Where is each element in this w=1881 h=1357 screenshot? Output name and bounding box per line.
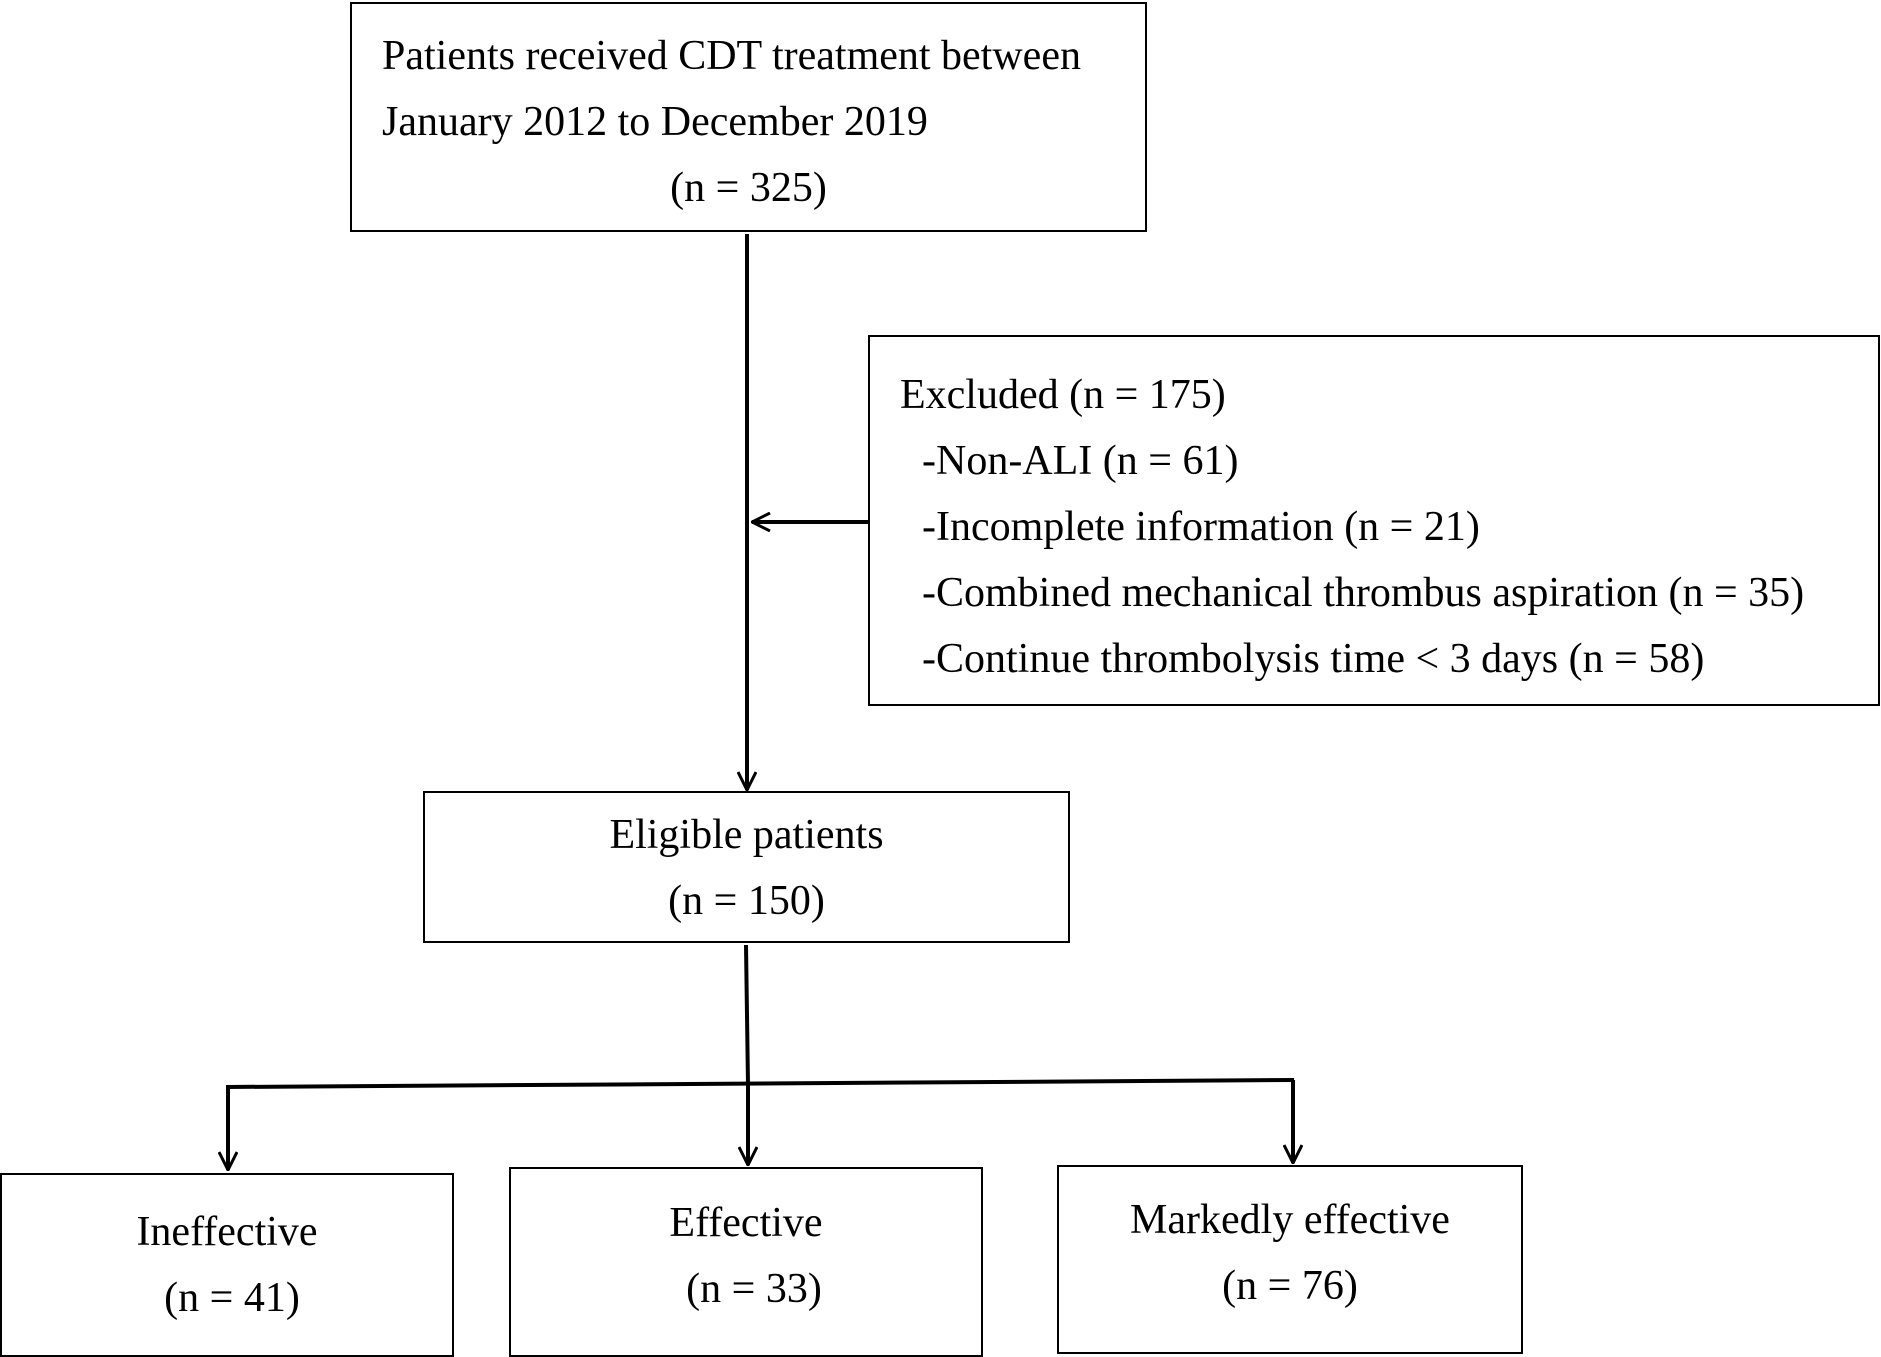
outcome-count: (n = 76): [1222, 1263, 1358, 1309]
excluded-item-thrombolysis-time: -Continue thrombolysis time < 3 days (n …: [922, 636, 1705, 682]
outcome-box-ineffective: Ineffective (n = 41): [0, 1173, 454, 1357]
excluded-item-non-ali: -Non-ALI (n = 61): [922, 438, 1239, 484]
source-count: (n = 325): [670, 165, 827, 211]
excluded-item-mechanical-aspiration: -Combined mechanical thrombus aspiration…: [922, 570, 1805, 616]
outcome-count: (n = 33): [686, 1266, 822, 1312]
eligible-patients-box: Eligible patients (n = 150): [423, 791, 1070, 943]
outcome-count: (n = 41): [164, 1275, 300, 1321]
excluded-box: Excluded (n = 175) -Non-ALI (n = 61) -In…: [868, 335, 1880, 706]
outcome-label: Markedly effective: [1130, 1197, 1450, 1243]
outcome-label: Ineffective: [136, 1209, 318, 1255]
outcome-box-markedly-effective: Markedly effective (n = 76): [1057, 1165, 1523, 1354]
source-line-1: Patients received CDT treatment between: [382, 33, 1081, 79]
excluded-title: Excluded (n = 175): [900, 372, 1226, 418]
outcome-label: Effective: [669, 1200, 823, 1246]
excluded-item-incomplete-information: -Incomplete information (n = 21): [922, 504, 1480, 550]
eligible-label: Eligible patients: [609, 812, 884, 858]
connector-split: [225, 1078, 1295, 1089]
eligible-count: (n = 150): [668, 878, 825, 924]
outcome-box-effective: Effective (n = 33): [509, 1167, 983, 1357]
connector-eligible-down: [744, 944, 750, 1086]
source-population-box: Patients received CDT treatment between …: [350, 2, 1147, 232]
source-line-2: January 2012 to December 2019: [382, 99, 928, 145]
